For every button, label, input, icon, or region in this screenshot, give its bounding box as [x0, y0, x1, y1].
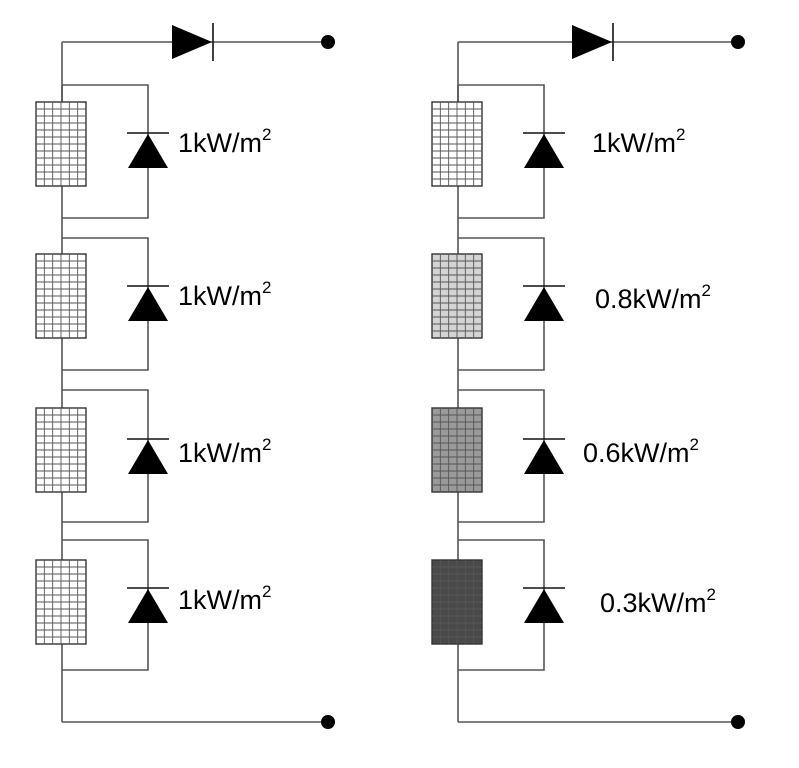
solar-panel-icon: [431, 253, 483, 339]
irradiance-unit: kW/m: [621, 438, 690, 468]
irradiance-unit: kW/m: [633, 284, 702, 314]
irradiance-label: 1kW/m2: [178, 435, 271, 468]
irradiance-label: 0.8kW/m2: [595, 281, 711, 314]
irradiance-unit: kW/m: [193, 438, 262, 468]
solar-panel-icon: [35, 407, 87, 493]
pv-module-4: 1kW/m2: [35, 539, 271, 671]
irradiance-exponent: 2: [707, 585, 716, 604]
irradiance-exponent: 2: [262, 278, 271, 297]
irradiance-exponent: 2: [262, 125, 271, 144]
irradiance-exponent: 2: [262, 582, 271, 601]
irradiance-unit: kW/m: [193, 281, 262, 311]
bypass-diode-icon: [524, 440, 564, 474]
irradiance-value: 1: [178, 585, 193, 615]
pv-module-4: 0.3kW/m2: [431, 539, 716, 671]
pv-module-2: 1kW/m2: [35, 237, 271, 390]
pv-module-3: 1kW/m2: [35, 389, 271, 540]
solar-panel-icon: [35, 253, 87, 339]
irradiance-exponent: 2: [702, 281, 711, 300]
negative-terminal: [731, 715, 745, 729]
irradiance-label: 1kW/m2: [178, 582, 271, 615]
irradiance-exponent: 2: [676, 125, 685, 144]
bypass-diode-icon: [524, 589, 564, 623]
irradiance-exponent: 2: [690, 435, 699, 454]
solar-panel-icon: [431, 101, 483, 187]
irradiance-label: 1kW/m2: [592, 125, 685, 158]
irradiance-unit: kW/m: [193, 585, 262, 615]
pv-module-1: 1kW/m2: [431, 84, 685, 238]
irradiance-value: 1: [592, 128, 607, 158]
irradiance-value: 0.8: [595, 284, 633, 314]
solar-panel-icon: [35, 101, 87, 187]
irradiance-value: 0.3: [600, 588, 638, 618]
irradiance-value: 1: [178, 281, 193, 311]
irradiance-label: 0.3kW/m2: [600, 585, 716, 618]
negative-terminal: [321, 715, 335, 729]
bypass-diode-icon: [128, 287, 168, 321]
irradiance-label: 0.6kW/m2: [583, 435, 699, 468]
irradiance-unit: kW/m: [638, 588, 707, 618]
bypass-diode-icon: [128, 134, 168, 168]
irradiance-value: 1: [178, 128, 193, 158]
bypass-diode-icon: [524, 134, 564, 168]
series-diode-icon: [572, 25, 612, 59]
irradiance-value: 1: [178, 438, 193, 468]
pv-module-3: 0.6kW/m2: [431, 389, 699, 540]
pv-module-2: 0.8kW/m2: [431, 237, 711, 390]
bypass-diode-icon: [128, 440, 168, 474]
bypass-diode-icon: [524, 287, 564, 321]
bypass-diode-icon: [128, 589, 168, 623]
pv-string-2: 1kW/m20.8kW/m20.6kW/m20.3kW/m2: [431, 23, 745, 729]
irradiance-unit: kW/m: [193, 128, 262, 158]
irradiance-exponent: 2: [262, 435, 271, 454]
solar-panel-icon: [431, 559, 483, 645]
positive-terminal: [731, 35, 745, 49]
irradiance-label: 1kW/m2: [178, 125, 271, 158]
solar-panel-icon: [35, 559, 87, 645]
irradiance-label: 1kW/m2: [178, 278, 271, 311]
solar-panel-icon: [431, 407, 483, 493]
irradiance-unit: kW/m: [607, 128, 676, 158]
positive-terminal: [321, 35, 335, 49]
series-diode-icon: [172, 25, 212, 59]
irradiance-value: 0.6: [583, 438, 621, 468]
pv-module-1: 1kW/m2: [35, 84, 271, 238]
